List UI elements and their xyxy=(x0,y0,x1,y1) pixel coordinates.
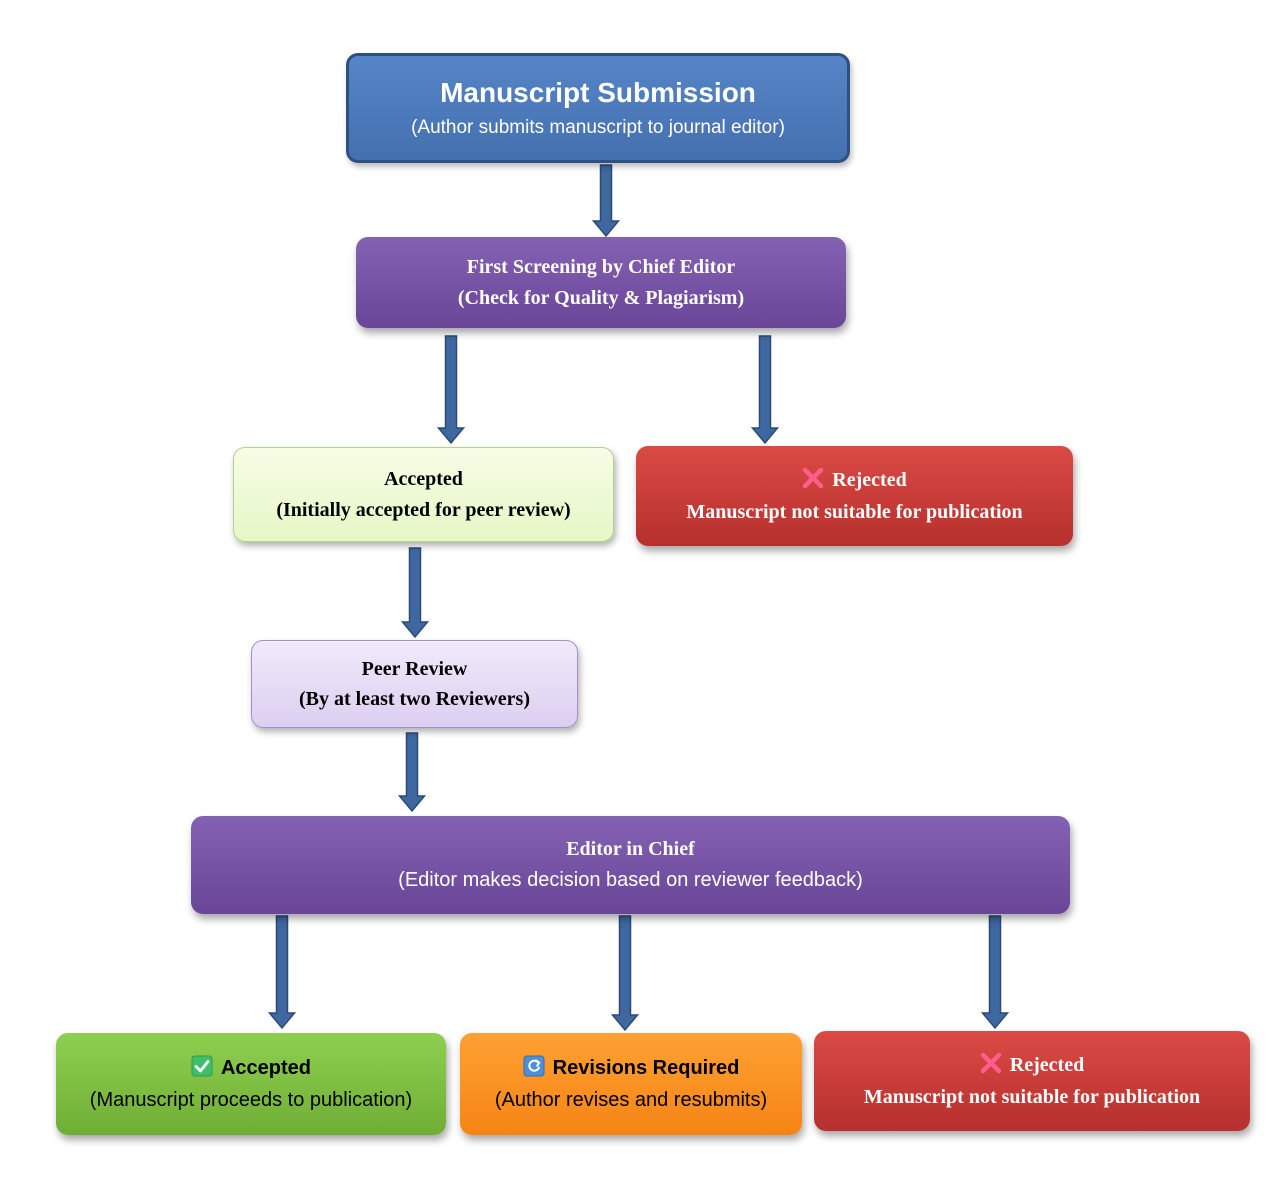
arrow-accepted_initial-to-peer_review xyxy=(400,547,430,639)
node-first-screening: First Screening by Chief Editor (Check f… xyxy=(356,237,846,328)
node-title: First Screening by Chief Editor xyxy=(466,255,736,278)
arrow-editor_in_chief-to-rejected_final xyxy=(980,915,1010,1030)
node-peer-review: Peer Review (By at least two Reviewers) xyxy=(251,640,578,728)
node-accepted-initial: Accepted (Initially accepted for peer re… xyxy=(233,447,614,542)
node-title: Accepted xyxy=(220,1057,312,1079)
node-accepted-final: Accepted (Manuscript proceeds to publica… xyxy=(56,1033,446,1135)
node-subtitle: (Author submits manuscript to journal ed… xyxy=(411,117,785,138)
node-subtitle: Manuscript not suitable for publication xyxy=(863,1086,1201,1108)
node-rejected-initial: Rejected Manuscript not suitable for pub… xyxy=(636,446,1073,546)
node-title: Manuscript Submission xyxy=(440,77,756,108)
node-subtitle: (Editor makes decision based on reviewer… xyxy=(398,869,863,891)
node-title: Accepted xyxy=(384,467,463,490)
arrow-editor_in_chief-to-accepted_final xyxy=(267,915,297,1030)
arrow-submission-to-screening xyxy=(591,164,621,238)
node-title: Editor in Chief xyxy=(566,838,695,860)
node-subtitle: Manuscript not suitable for publication xyxy=(686,501,1023,523)
node-title: Peer Review xyxy=(361,658,468,680)
node-title: Rejected xyxy=(1009,1054,1085,1076)
node-subtitle: (Check for Quality & Plagiarism) xyxy=(457,286,745,309)
check-mark-icon xyxy=(191,1055,213,1077)
node-title: Rejected xyxy=(832,469,907,491)
node-revisions-required: Revisions Required (Author revises and r… xyxy=(460,1033,802,1135)
arrow-editor_in_chief-to-revisions xyxy=(610,915,640,1032)
arrow-screening-to-rejected_initial xyxy=(750,335,780,445)
node-rejected-final: Rejected Manuscript not suitable for pub… xyxy=(814,1031,1250,1131)
cross-mark-icon xyxy=(803,467,824,489)
arrow-peer_review-to-editor_in_chief xyxy=(397,732,427,813)
refresh-icon xyxy=(523,1055,545,1077)
node-subtitle: (Initially accepted for peer review) xyxy=(276,498,571,521)
node-subtitle: (Manuscript proceeds to publication) xyxy=(89,1089,413,1111)
arrow-screening-to-accepted_initial xyxy=(436,335,466,445)
node-editor-in-chief: Editor in Chief (Editor makes decision b… xyxy=(191,816,1070,914)
node-subtitle: (By at least two Reviewers) xyxy=(298,688,531,710)
node-title: Revisions Required xyxy=(552,1057,740,1079)
cross-mark-icon xyxy=(980,1052,1002,1074)
node-subtitle: (Author revises and resubmits) xyxy=(494,1089,768,1111)
node-manuscript-submission: Manuscript Submission (Author submits ma… xyxy=(346,53,850,163)
